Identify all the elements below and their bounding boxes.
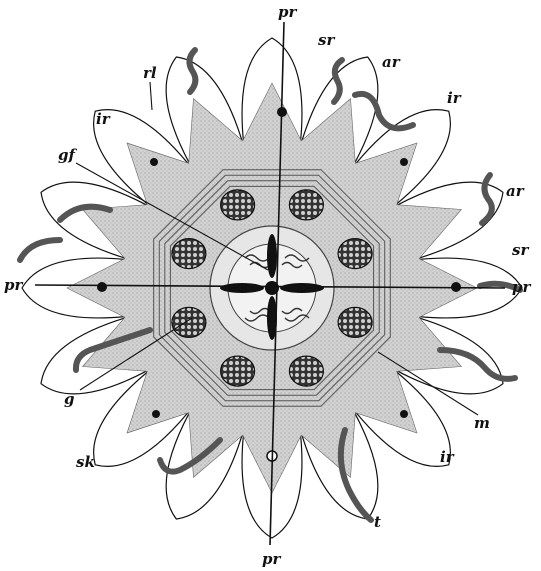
label-ar-top: ar: [382, 53, 401, 71]
label-gf: gf: [58, 146, 77, 164]
label-ir-bottom-right: ir: [440, 448, 455, 466]
gonad: [221, 190, 255, 220]
gonad: [338, 307, 372, 337]
label-rl: rl: [143, 64, 157, 82]
label-pr-top: pr: [278, 3, 297, 21]
label-ir-top-left: ir: [96, 110, 111, 128]
label-t: t: [374, 513, 381, 531]
gonad: [172, 239, 206, 269]
label-sr-right: sr: [512, 241, 529, 259]
label-sr-top: sr: [318, 31, 335, 49]
label-sk: sk: [76, 453, 95, 471]
label-pr-left: pr: [4, 276, 23, 294]
gonad: [289, 356, 323, 386]
label-pr-right: pr: [512, 278, 531, 296]
label-pr-bottom: pr: [262, 550, 281, 568]
label-ar-right: ar: [506, 182, 525, 200]
gonad: [289, 190, 323, 220]
gonad: [172, 307, 206, 337]
label-m: m: [474, 414, 490, 432]
label-ir-top-right: ir: [447, 89, 462, 107]
gonad: [338, 239, 372, 269]
label-g: g: [64, 390, 75, 408]
gonad: [221, 356, 255, 386]
